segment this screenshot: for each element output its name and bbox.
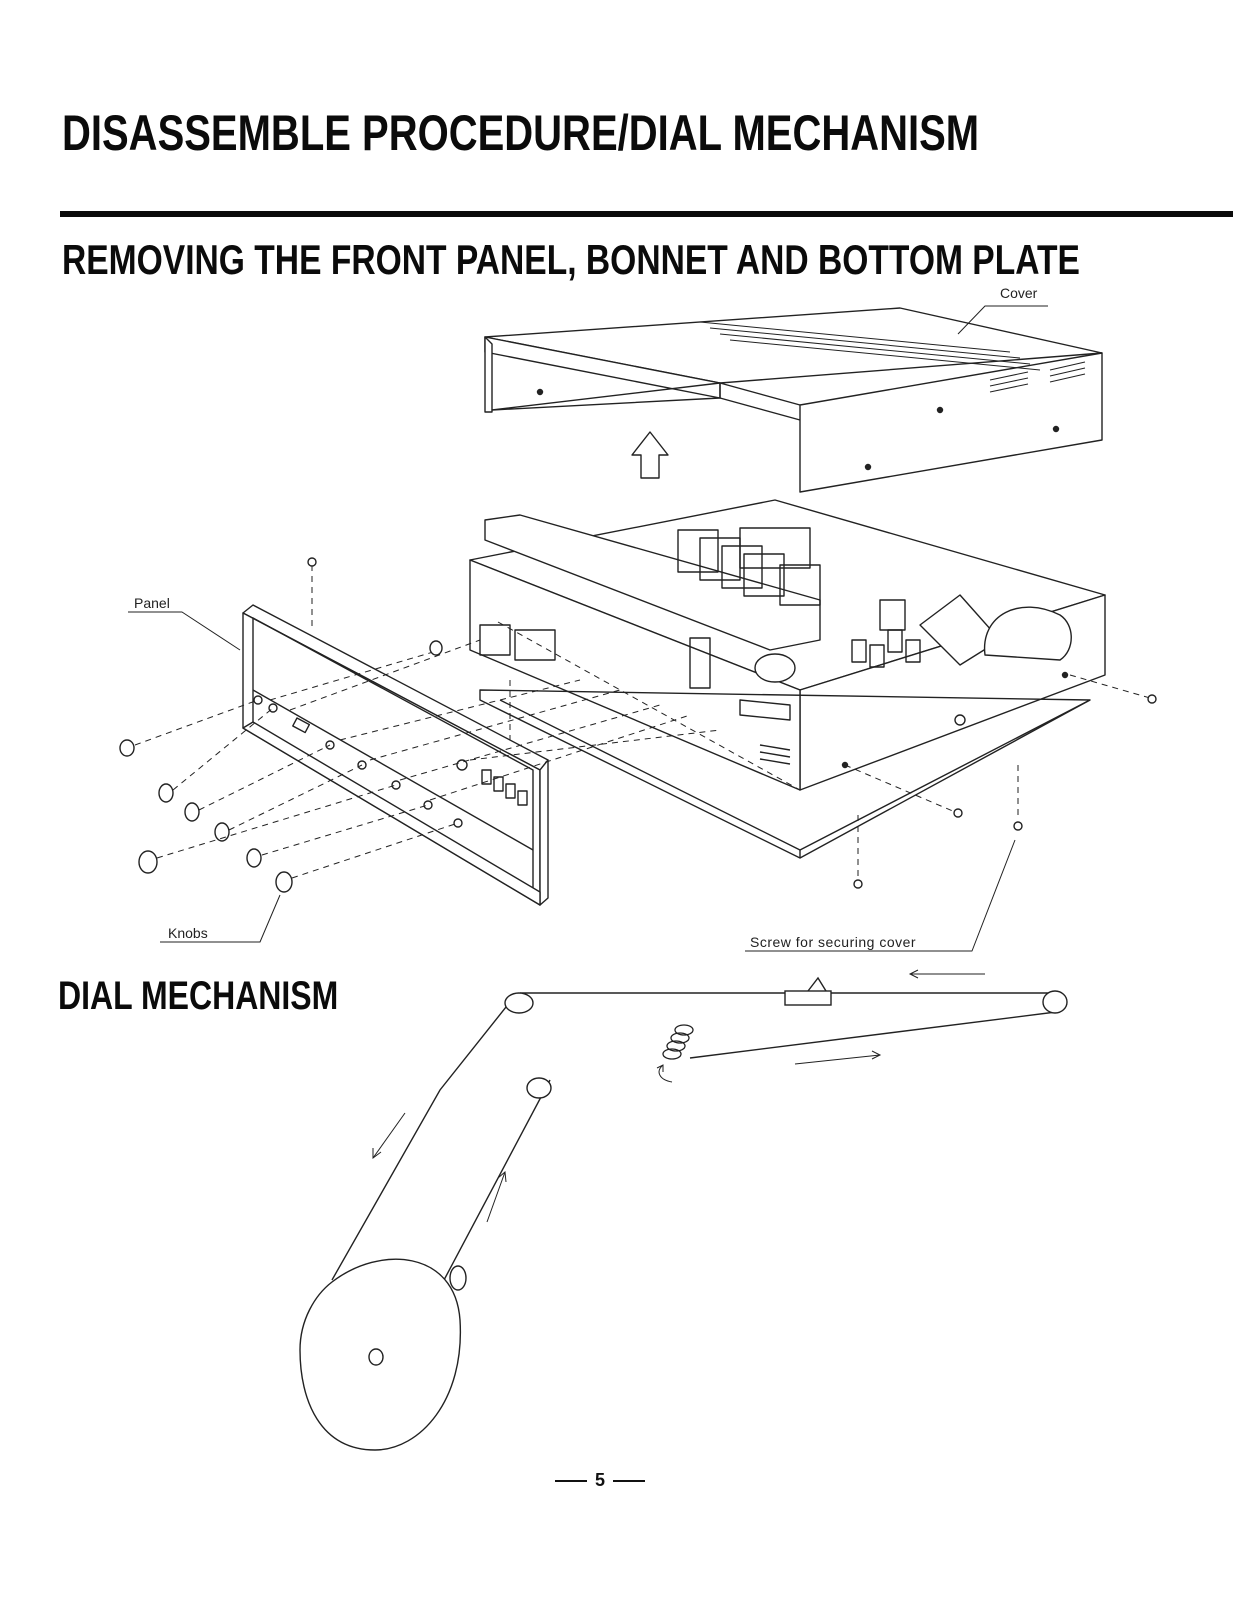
knob-parts bbox=[119, 739, 293, 893]
page-number: 5 bbox=[540, 1470, 660, 1491]
chassis-part bbox=[469, 499, 1106, 791]
page-title: DISASSEMBLE PROCEDURE/DIAL MECHANISM bbox=[62, 105, 980, 161]
section-title-removing-panel: REMOVING THE FRONT PANEL, BONNET AND BOT… bbox=[62, 236, 1080, 283]
callout-screw: Screw for securing cover bbox=[750, 934, 917, 950]
callout-panel: Panel bbox=[134, 595, 170, 611]
cover-part bbox=[484, 307, 1103, 493]
section-divider bbox=[60, 211, 1233, 217]
callout-cover: Cover bbox=[1000, 285, 1038, 301]
section-title-dial-mechanism: DIAL MECHANISM bbox=[58, 974, 339, 1018]
callout-knobs: Knobs bbox=[168, 925, 208, 941]
